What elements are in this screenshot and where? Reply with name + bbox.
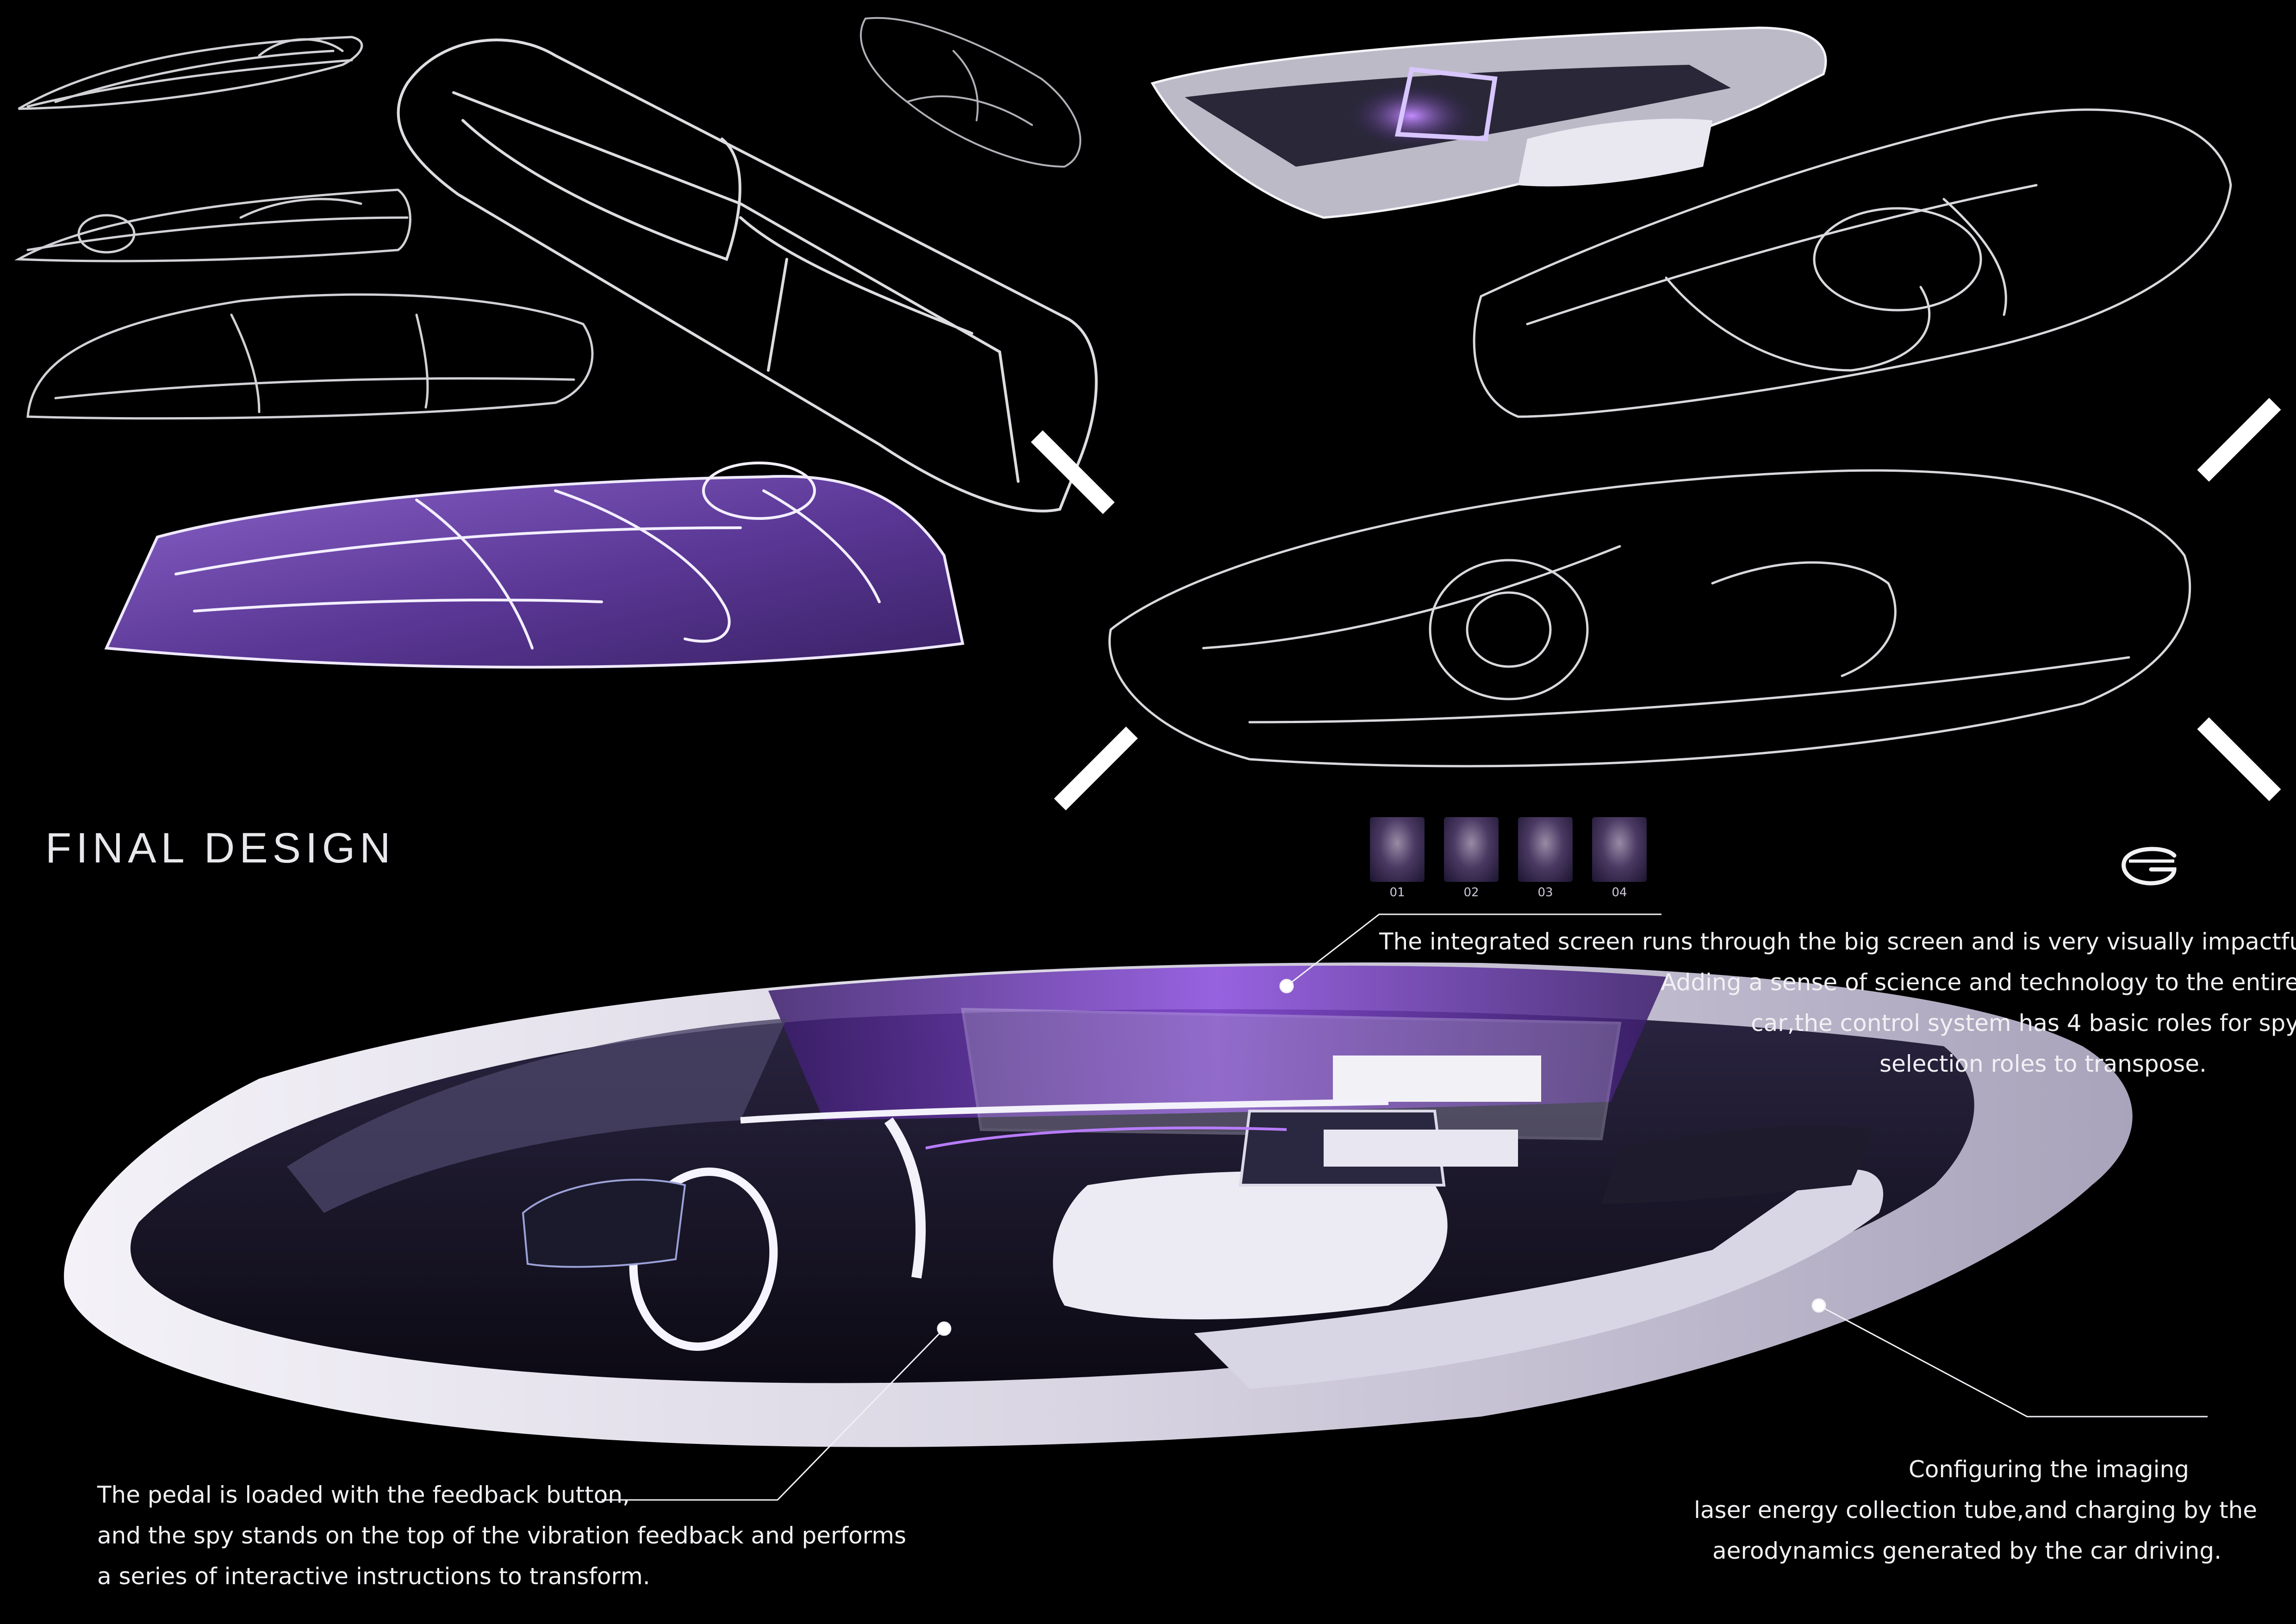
role-number: 03 bbox=[1537, 886, 1553, 899]
sketch-top-small bbox=[860, 17, 1082, 168]
role-portrait bbox=[1592, 817, 1647, 882]
caption-line: The integrated screen runs through the b… bbox=[1379, 928, 2296, 955]
final-interior-render bbox=[64, 962, 2133, 1447]
sketch-purple-cabin bbox=[104, 462, 964, 669]
sketch-top-left-3 bbox=[26, 293, 594, 420]
role-number: 01 bbox=[1389, 886, 1405, 899]
role-card-02[interactable]: 02 bbox=[1444, 817, 1499, 899]
leader-lines bbox=[602, 913, 2208, 1501]
role-portrait bbox=[1444, 817, 1499, 882]
role-card-01[interactable]: 01 bbox=[1370, 817, 1425, 899]
g-brand-logo-icon bbox=[2122, 847, 2177, 886]
sketch-right-2 bbox=[1108, 469, 2191, 768]
frame-marks bbox=[1031, 398, 2281, 811]
page-title: FINAL DESIGN bbox=[45, 824, 395, 872]
caption-line: aerodynamics generated by the car drivin… bbox=[1712, 1537, 2221, 1564]
sketch-top-diagonal bbox=[397, 38, 1098, 512]
role-portrait bbox=[1518, 817, 1573, 882]
caption-line: a series of interactive instructions to … bbox=[97, 1563, 650, 1590]
sketch-top-left-2 bbox=[14, 188, 411, 262]
caption-pedal: The pedal is loaded with the feedback bu… bbox=[97, 1474, 906, 1597]
caption-line: Adding a sense of science and technology… bbox=[1661, 969, 2296, 996]
caption-line: and the spy stands on the top of the vib… bbox=[97, 1522, 907, 1549]
render-top-right bbox=[1151, 26, 1827, 219]
caption-line: laser energy collection tube,and chargin… bbox=[1694, 1497, 2258, 1524]
caption-integrated-screen: The integrated screen runs through the b… bbox=[1379, 921, 2296, 1084]
role-card-03[interactable]: 03 bbox=[1518, 817, 1573, 899]
role-number: 02 bbox=[1463, 886, 1479, 899]
caption-line: The pedal is loaded with the feedback bu… bbox=[97, 1481, 630, 1508]
role-number: 04 bbox=[1612, 886, 1627, 899]
role-card-04[interactable]: 04 bbox=[1592, 817, 1647, 899]
role-selector: 01 02 03 04 bbox=[1356, 817, 1666, 914]
sketch-right-1 bbox=[1473, 108, 2232, 418]
caption-line: car,the control system has 4 basic roles… bbox=[1751, 1010, 2296, 1037]
caption-line: Configuring the imaging bbox=[1908, 1456, 2189, 1483]
role-portrait bbox=[1370, 817, 1425, 882]
sketch-top-left-1 bbox=[18, 36, 363, 110]
caption-laser-tube: Configuring the imaging laser energy col… bbox=[1694, 1449, 2258, 1571]
caption-line: selection roles to transpose. bbox=[1879, 1050, 2207, 1077]
